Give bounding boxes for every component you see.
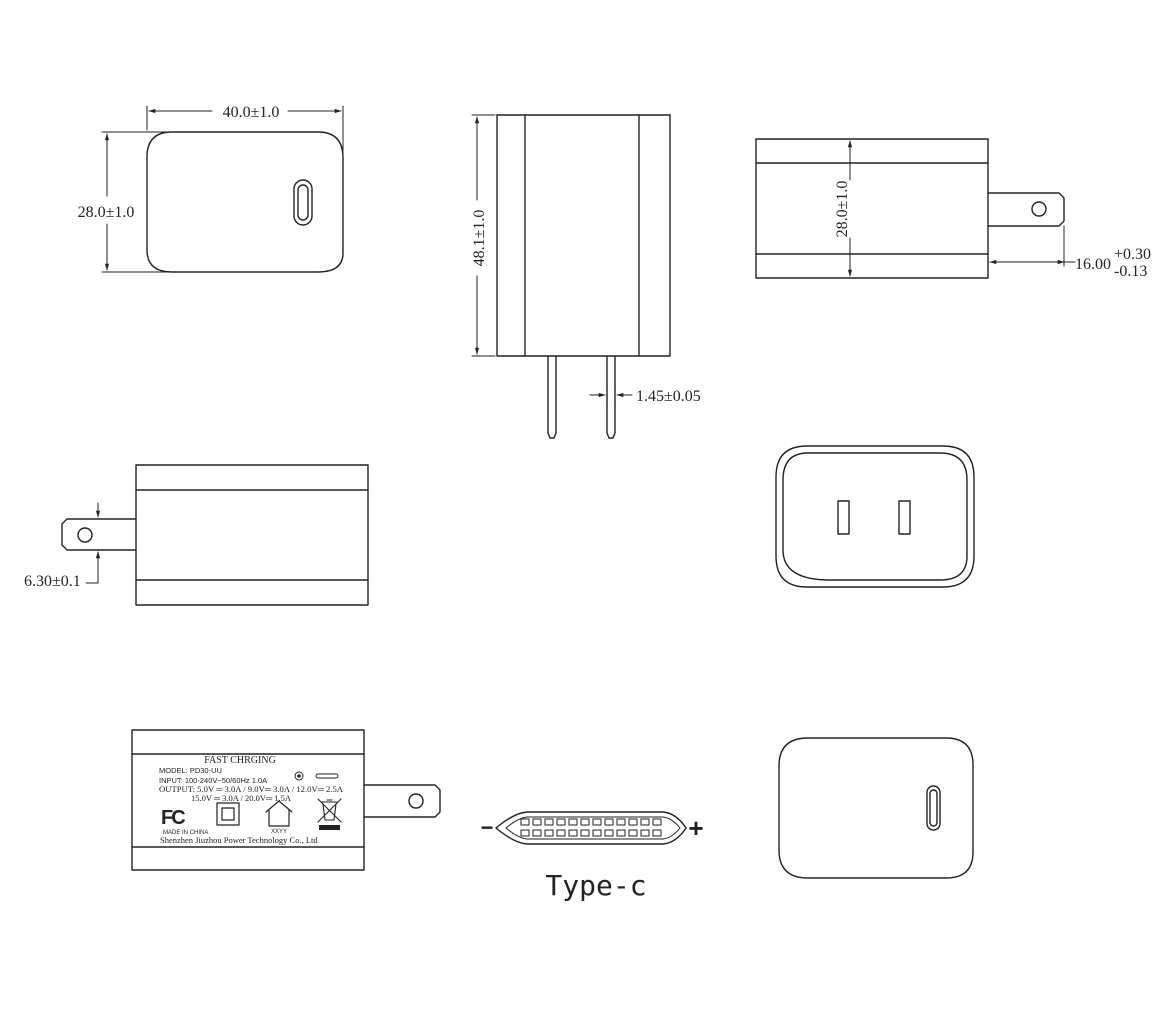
side-right-body-outline bbox=[755, 138, 989, 279]
led-indicator-icon-inner bbox=[297, 774, 301, 778]
front-view-top-left: 40.0±1.0 28.0±1.0 bbox=[78, 104, 344, 273]
type-c-pin-contact bbox=[544, 818, 554, 826]
prong-length-label: 16.00 bbox=[1075, 256, 1111, 273]
type-c-connector-inner bbox=[505, 816, 681, 840]
side-right-prong bbox=[987, 192, 1065, 227]
type-c-pin-contact bbox=[616, 829, 626, 837]
label-output-line1: OUTPUT: 5.0V ═ 3.0A / 9.0V═ 3.0A / 12.0V… bbox=[159, 785, 343, 794]
type-c-pin-contact bbox=[652, 818, 662, 826]
side-body-outline bbox=[496, 114, 671, 357]
type-c-pin-contact bbox=[580, 829, 590, 837]
type-c-pin-contact bbox=[616, 818, 626, 826]
back-face-outer bbox=[775, 445, 975, 588]
type-c-connector-outline bbox=[495, 811, 687, 845]
prong-left bbox=[547, 355, 557, 439]
front-face-outline bbox=[146, 131, 344, 273]
label-title: FAST CHRGING bbox=[204, 755, 276, 766]
label-view-bottom-left: FAST CHRGING MODEL: PD30-UU INPUT: 100-2… bbox=[131, 729, 441, 871]
led-indicator-icon bbox=[294, 771, 304, 781]
prong-length-tol-plus: +0.30 bbox=[1114, 246, 1151, 263]
type-c-pin-contact bbox=[640, 829, 650, 837]
side-view-top-right: 28.0±1.0 16.00 +0.30 -0.13 bbox=[755, 138, 1151, 280]
type-c-pin-contact bbox=[604, 829, 614, 837]
label-date-code: XXYY bbox=[271, 829, 287, 835]
weee-bin-icon bbox=[317, 798, 342, 830]
type-c-pin-contact bbox=[532, 818, 542, 826]
height-dimension-label: 48.1±1.0 bbox=[471, 210, 488, 267]
type-c-pin-contact bbox=[568, 829, 578, 837]
double-insulation-icon bbox=[216, 802, 240, 826]
label-model: MODEL: PD30-UU bbox=[159, 766, 222, 775]
top-view-body-outline bbox=[135, 464, 369, 606]
front-view-bottom-right bbox=[778, 737, 974, 879]
type-c-pin-contact bbox=[520, 818, 530, 826]
type-c-pin-contact bbox=[556, 829, 566, 837]
type-c-port-icon bbox=[315, 773, 339, 779]
type-c-caption: Type-c bbox=[545, 869, 646, 902]
port-plus-label: + bbox=[688, 813, 703, 843]
label-made-in: MADE IN CHINA bbox=[163, 830, 208, 836]
type-c-pin-contact bbox=[604, 818, 614, 826]
type-c-pin-contact bbox=[520, 829, 530, 837]
indoor-use-icon bbox=[265, 800, 293, 827]
top-view-middle-left: 6.30±0.1 bbox=[24, 464, 369, 606]
prong-thickness-label: 1.45±0.05 bbox=[636, 388, 701, 405]
prong-length-tol-minus: -0.13 bbox=[1114, 263, 1147, 280]
type-c-pin-contact bbox=[532, 829, 542, 837]
type-c-pin-contact bbox=[628, 829, 638, 837]
type-c-pin-contact bbox=[544, 829, 554, 837]
prong-slot-left bbox=[837, 500, 850, 535]
type-c-pin-contact bbox=[580, 818, 590, 826]
width-dimension-label: 40.0±1.0 bbox=[223, 104, 280, 121]
usb-c-port-slot-2-inner bbox=[929, 789, 938, 827]
type-c-pins-bottom bbox=[520, 829, 662, 837]
label-prong bbox=[363, 784, 441, 818]
type-c-pin-contact bbox=[652, 829, 662, 837]
label-manufacturer: Shenzhen Jiuzhou Power Technology Co., L… bbox=[160, 835, 318, 845]
usb-c-port-slot bbox=[293, 179, 313, 226]
port-minus-label: − bbox=[481, 815, 494, 840]
prong-slot-right bbox=[898, 500, 911, 535]
usb-c-port-slot-2 bbox=[926, 785, 941, 831]
top-view-prong-hole bbox=[77, 527, 93, 543]
prong-right bbox=[606, 355, 616, 439]
type-c-port-detail: − + Type-c bbox=[481, 811, 704, 902]
depth-dimension-label: 28.0±1.0 bbox=[78, 204, 135, 221]
side-view-top-center: 48.1±1.0 1.45±0.05 bbox=[471, 114, 701, 439]
type-c-pins-top bbox=[520, 818, 662, 826]
back-face-inner bbox=[782, 452, 968, 581]
top-view-prong bbox=[61, 518, 137, 551]
type-c-pin-contact bbox=[592, 818, 602, 826]
double-insulation-icon-inner bbox=[221, 807, 235, 821]
back-view-middle-right bbox=[775, 445, 975, 588]
type-c-pin-contact bbox=[556, 818, 566, 826]
usb-c-port-slot-inner bbox=[297, 184, 309, 221]
side-right-prong-hole bbox=[1031, 201, 1047, 217]
type-c-pin-contact bbox=[628, 818, 638, 826]
type-c-pin-contact bbox=[640, 818, 650, 826]
label-prong-hole bbox=[408, 793, 424, 809]
type-c-pin-contact bbox=[568, 818, 578, 826]
prong-offset-label: 6.30±0.1 bbox=[24, 573, 81, 590]
label-output-line2: 15.0V ═ 3.0A / 20.0V═ 1.5A bbox=[191, 794, 291, 803]
depth-side-dimension-label: 28.0±1.0 bbox=[834, 181, 851, 238]
fcc-logo-icon: FC bbox=[161, 807, 185, 829]
front-face-outline-2 bbox=[778, 737, 974, 879]
label-input: INPUT: 100-240V~50/60Hz 1.0A bbox=[159, 776, 267, 785]
label-body-outline bbox=[131, 729, 365, 871]
type-c-pin-contact bbox=[592, 829, 602, 837]
